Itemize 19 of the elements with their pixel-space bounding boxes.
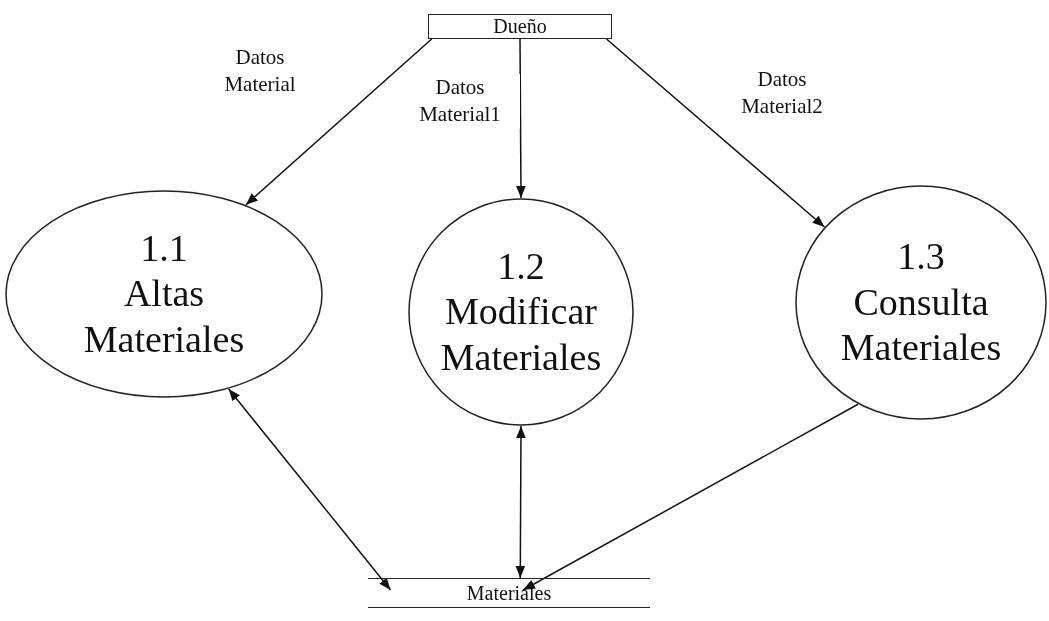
store-name: Materiales	[466, 581, 552, 605]
entity-box	[428, 14, 612, 39]
arrow	[516, 38, 526, 199]
arrow	[522, 403, 859, 591]
process-number: 1.1	[140, 225, 188, 271]
data-store	[368, 578, 650, 608]
process-name: Altas Materiales	[82, 271, 246, 362]
process-circle	[795, 185, 1047, 420]
process-circle	[408, 198, 634, 426]
arrow	[605, 38, 826, 228]
process-circle	[5, 190, 323, 398]
process-number: 1.3	[897, 234, 945, 280]
arrow	[515, 425, 526, 579]
arrow	[245, 38, 433, 206]
arrow	[227, 388, 392, 591]
process-name: Consulta Materiales	[839, 279, 1003, 371]
process-number: 1.2	[497, 243, 545, 289]
process-name: Modificar Materiales	[439, 289, 603, 380]
entity-name: Dueño	[493, 15, 547, 38]
